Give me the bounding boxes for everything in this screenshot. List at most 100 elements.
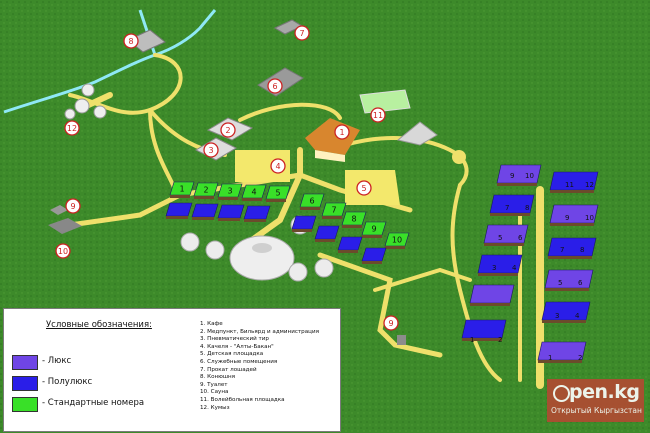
standard-cottage-wall xyxy=(322,216,342,219)
semilux-cottage xyxy=(337,236,363,253)
semilux-cottage xyxy=(217,204,245,221)
standard-label: - Стандартные номера xyxy=(42,398,145,408)
standard-cottage-number: 1 xyxy=(179,185,184,194)
big-yurt-top xyxy=(252,243,272,253)
cottage-number: 6 xyxy=(578,279,583,287)
cottage-number: 3 xyxy=(492,264,496,272)
key-item: 8. Конюшня xyxy=(200,374,236,381)
lux-cottage xyxy=(549,171,599,193)
facility-marker: 1 xyxy=(334,124,350,140)
facility-marker-number: 3 xyxy=(208,146,213,155)
lux-cottage-wall xyxy=(462,338,502,341)
facility-marker-circle xyxy=(267,78,283,94)
key-item: 1. Кафе xyxy=(200,321,223,327)
facility-marker-circle xyxy=(270,158,286,174)
semilux-cottage-roof xyxy=(291,215,317,230)
semilux-cottage-roof xyxy=(337,236,363,251)
cottage-number: 10 xyxy=(585,214,594,222)
lux-cottage-roof xyxy=(547,237,597,257)
lux-cottage-wall xyxy=(470,303,510,306)
cottage-number: 9 xyxy=(565,214,569,222)
semilux-cottages-middle xyxy=(291,215,387,264)
cottage-number: 7 xyxy=(505,204,509,212)
facility-marker-number: 12 xyxy=(67,124,77,133)
lux-cottage xyxy=(477,254,523,276)
stable-8 xyxy=(127,29,166,53)
standard-cottage-wall xyxy=(362,235,382,238)
facility-marker: 12 xyxy=(64,120,80,136)
facility-marker-circle xyxy=(55,243,71,259)
rock xyxy=(396,121,438,146)
key-item: 9. Туалет xyxy=(200,381,228,388)
facility-marker-number: 11 xyxy=(373,111,383,120)
standard-cottage-wall xyxy=(242,198,262,201)
sauna-10 xyxy=(48,218,82,234)
standard-cottage-number: 3 xyxy=(227,187,232,196)
facility-marker: 5 xyxy=(356,180,372,196)
lux-cottages-right xyxy=(537,171,599,363)
big-yurt xyxy=(229,235,295,281)
key-item: 6. Служебные помещения xyxy=(200,358,278,365)
brand-tagline: Открытый Кыргызстан xyxy=(551,406,642,415)
facility-marker-circle xyxy=(334,124,350,140)
map-legend: Условные обозначения: - Люкс - Полулюкс … xyxy=(3,308,341,432)
facility-marker-number: 10 xyxy=(58,247,68,256)
standard-cottage-wall xyxy=(385,246,405,249)
cottage-number: 1 xyxy=(470,336,474,344)
semilux-cottage xyxy=(361,247,387,264)
facility-marker: 10 xyxy=(55,243,71,259)
semilux-cottage-wall xyxy=(362,261,382,264)
key-item: 2. Медпункт, Бильярд и администрация xyxy=(200,328,319,335)
lux-cottage-roof xyxy=(496,164,542,184)
facility-marker-number: 9 xyxy=(388,319,393,328)
lux-cottage-wall xyxy=(545,288,589,291)
brand-watermark[interactable]: pen.kg Открытый Кыргызстан xyxy=(547,379,644,422)
semilux-cottage-roof xyxy=(361,247,387,262)
cottage-number: 9 xyxy=(510,172,514,180)
semilux-cottage xyxy=(191,203,219,220)
facility-marker-circle xyxy=(123,33,139,49)
semilux-cottage-roof xyxy=(217,204,245,219)
semilux-cottage-wall xyxy=(166,216,188,219)
standard-cottage-number: 7 xyxy=(331,206,336,215)
key-item: 10. Сауна xyxy=(200,389,229,396)
cottage-number: 2 xyxy=(578,354,582,362)
facility-marker-circle xyxy=(220,122,236,138)
facility-marker-number: 7 xyxy=(299,29,304,38)
facility-marker: 8 xyxy=(123,33,139,49)
standard-cottage: 4 xyxy=(241,184,267,201)
cottage-number: 6 xyxy=(518,234,523,242)
key-item: 11. Волейбольная площадка xyxy=(200,396,285,403)
facility-marker-number: 9 xyxy=(70,202,75,211)
lux-swatch xyxy=(12,355,38,370)
standard-cottage-number: 5 xyxy=(275,189,280,198)
standard-cottage-number: 2 xyxy=(203,186,208,195)
facility-marker-circle xyxy=(64,120,80,136)
standard-cottage: 7 xyxy=(321,202,347,219)
semilux-cottage-wall xyxy=(315,239,335,242)
lux-cottage-wall xyxy=(478,273,518,276)
facility-marker-number: 5 xyxy=(361,184,366,193)
facility-marker-circle xyxy=(370,107,386,123)
key-item: 5. Детская площадка xyxy=(200,351,264,358)
lux-cottages-left xyxy=(461,164,542,341)
facility-marker-number: 6 xyxy=(272,82,277,91)
lux-cottage xyxy=(489,194,535,216)
cottage-number: 7 xyxy=(560,246,564,254)
semilux-cottage xyxy=(314,225,340,242)
facility-marker: 2 xyxy=(220,122,236,138)
semilux-cottages-left xyxy=(165,202,271,222)
lux-cottage-wall xyxy=(542,320,586,323)
standard-cottage-number: 8 xyxy=(351,215,356,224)
facility-marker-number: 4 xyxy=(275,162,280,171)
semilux-cottage-wall xyxy=(292,229,312,232)
semilux-cottage-wall xyxy=(244,219,266,222)
facility-key-list: 1. Кафе 2. Медпункт, Бильярд и администр… xyxy=(200,321,319,412)
cottage-number: 5 xyxy=(498,234,502,242)
lux-cottage-wall xyxy=(538,360,582,363)
standard-cottage: 2 xyxy=(193,182,219,199)
lux-cottage xyxy=(496,164,542,186)
lux-cottage xyxy=(483,224,529,246)
facility-marker-number: 8 xyxy=(128,37,133,46)
lux-cottage-wall xyxy=(490,213,530,216)
